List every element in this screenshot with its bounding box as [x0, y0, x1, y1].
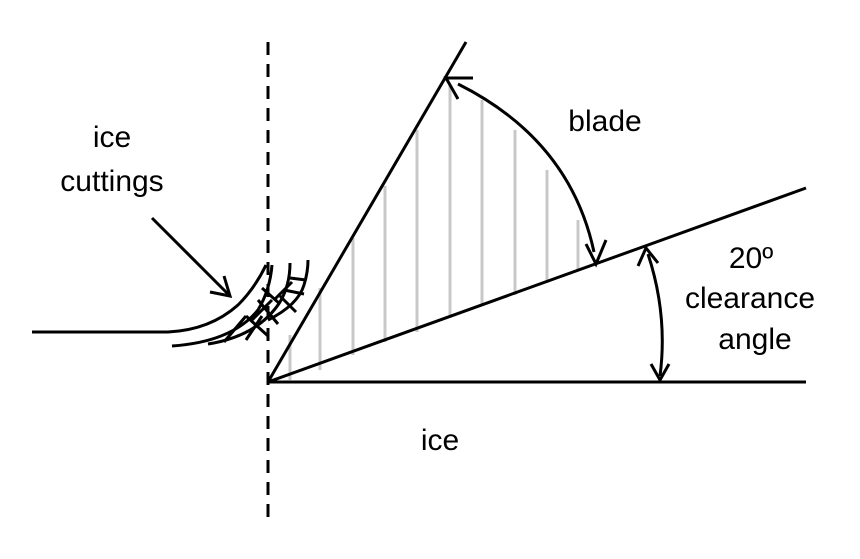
blade-rake-edge [266, 41, 468, 383]
blade-angle-arc [443, 76, 608, 268]
label-angle-value: 20º [729, 242, 773, 275]
label-blade: blade [568, 105, 641, 138]
arrowhead-icon [443, 76, 473, 100]
ice-cuttings [171, 259, 310, 348]
label-clearance: clearance [685, 282, 815, 315]
arrowhead-icon [649, 363, 671, 384]
ice-cuttings-pointer [150, 216, 233, 298]
label-angle: angle [718, 323, 791, 356]
label-ice-cuttings-line1: ice [93, 121, 131, 154]
ice-surface-left [32, 264, 268, 334]
label-ice-cuttings-line2: cuttings [60, 165, 163, 198]
clearance-angle-arc [636, 245, 671, 384]
blade-clearance-edge [267, 186, 807, 384]
arrowhead-icon [209, 275, 233, 298]
label-ice: ice [421, 424, 459, 457]
arrowhead-icon [584, 239, 608, 268]
blade-hatching [288, 85, 580, 380]
arrowhead-icon [636, 245, 660, 267]
